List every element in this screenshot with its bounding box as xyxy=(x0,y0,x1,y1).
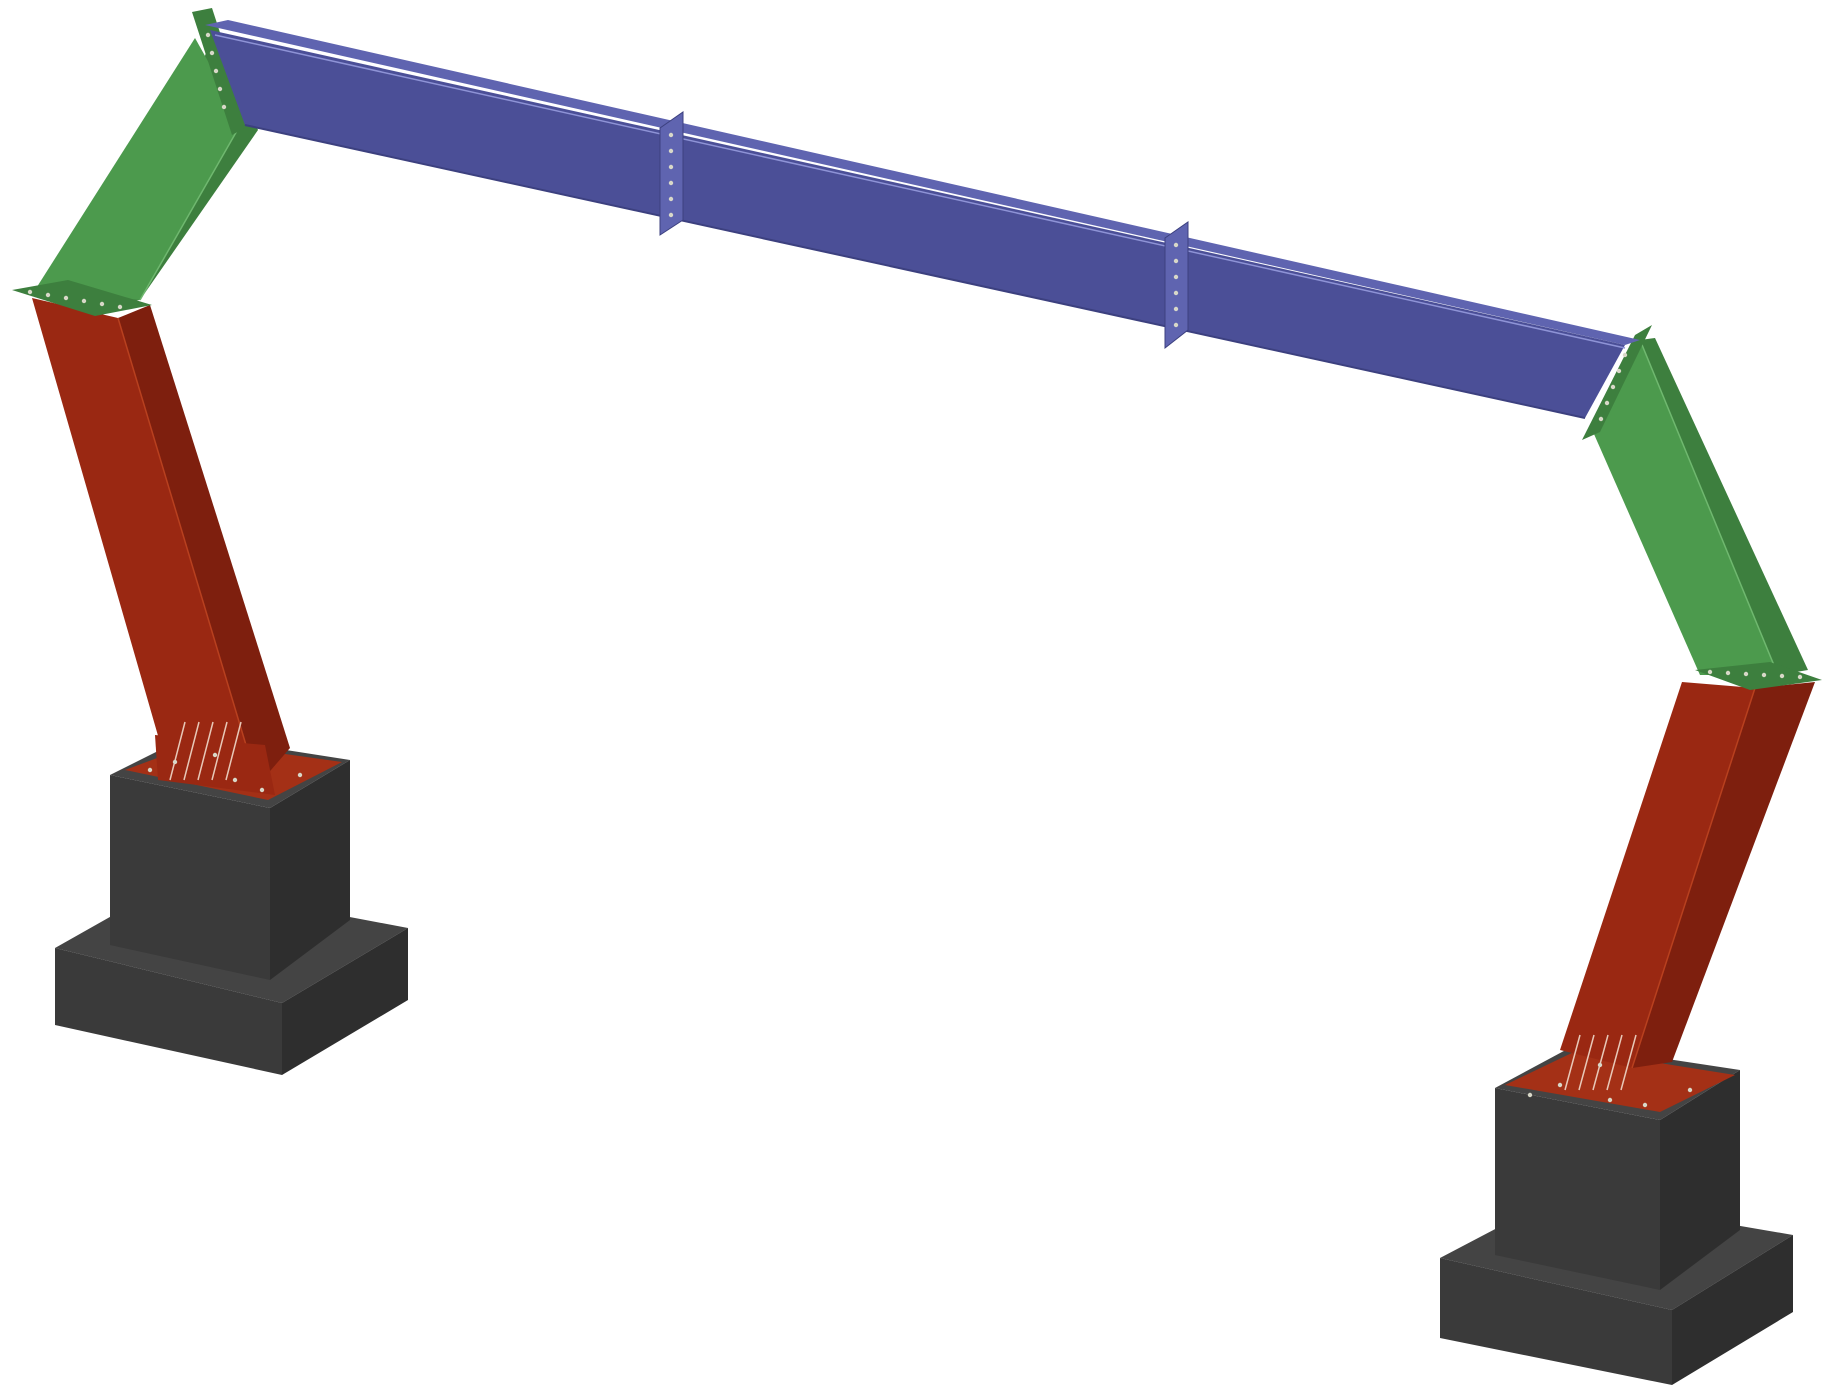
left-brace-base-bolt xyxy=(99,301,105,307)
left-brace-top-bolt xyxy=(205,32,211,38)
right-anchor-bolt xyxy=(1597,1062,1603,1068)
splice-1-bolt xyxy=(668,180,674,186)
left-base-stiffener xyxy=(225,721,242,781)
left-footing-base-side xyxy=(282,928,408,1075)
splice-1-bolt xyxy=(668,132,674,138)
right-anchor-bolt xyxy=(1687,1087,1693,1093)
left-column-web xyxy=(32,298,258,785)
right-brace-base-bolt xyxy=(1725,670,1731,676)
right-base-plate xyxy=(1505,1050,1735,1112)
right-brace-base-bolt xyxy=(1707,669,1713,675)
left-brace-top-bolt xyxy=(221,104,227,110)
right-footing-base-front xyxy=(1440,1258,1672,1385)
right-brace-top-bolt xyxy=(1622,352,1628,358)
right-column-web xyxy=(1560,682,1755,1068)
right-brace-top-bolt xyxy=(1604,400,1610,406)
left-brace-top-bolt xyxy=(209,50,215,56)
right-column-base-stiffeners xyxy=(1564,1034,1637,1091)
main-girder-web xyxy=(210,30,1625,418)
right-brace-base-bolt xyxy=(1797,674,1803,680)
right-base-stiffener xyxy=(1606,1034,1623,1091)
left-column-flange xyxy=(118,305,290,785)
right-footing-pedestal-side xyxy=(1660,1070,1740,1290)
main-girder-top-flange xyxy=(205,20,1640,345)
left-anchor-bolt xyxy=(232,777,238,783)
right-anchor-bolt xyxy=(1642,1102,1648,1108)
right-brace-web xyxy=(1590,340,1778,675)
right-anchor-bolt xyxy=(1527,1092,1533,1098)
left-anchor-bolt xyxy=(212,752,218,758)
right-brace-top-bolt xyxy=(1610,384,1616,390)
main-girder[interactable] xyxy=(205,20,1640,419)
left-base-stiffener xyxy=(211,721,228,781)
right-base-stiffener xyxy=(1564,1034,1581,1091)
left-brace-base-bolt xyxy=(45,292,51,298)
left-column-edge xyxy=(117,317,259,786)
left-brace-web xyxy=(35,38,242,300)
right-base-stiffener xyxy=(1578,1034,1595,1091)
right-column[interactable] xyxy=(1560,682,1815,1069)
girder-splice-plate-2 xyxy=(1164,221,1189,350)
right-brace-base-bolt xyxy=(1779,673,1785,679)
left-column-base-stiffeners xyxy=(169,721,242,781)
splice-1-bolt xyxy=(668,196,674,202)
right-brace-base-bolt xyxy=(1761,672,1767,678)
left-brace-top-bolt xyxy=(213,68,219,74)
main-girder-bottom-edge xyxy=(244,124,1586,419)
left-column[interactable] xyxy=(32,298,290,795)
left-footing-base-front xyxy=(55,948,282,1075)
right-footing-base-side xyxy=(1672,1235,1793,1385)
right-brace-base-bolt xyxy=(1743,671,1749,677)
bolt-groups xyxy=(27,32,1803,1108)
right-base-stiffener xyxy=(1592,1034,1609,1091)
right-brace-end-plate xyxy=(1695,662,1822,690)
splice-2-bolt xyxy=(1173,306,1179,312)
left-base-stiffener xyxy=(183,721,200,781)
girder-splice-plate-1 xyxy=(659,111,684,236)
splice-1-bolt xyxy=(668,164,674,170)
splice-2-bolt xyxy=(1173,242,1179,248)
left-anchor-bolt xyxy=(297,772,303,778)
left-anchor-bolt xyxy=(147,767,153,773)
right-anchor-bolt xyxy=(1557,1082,1563,1088)
right-column-flange xyxy=(1632,682,1815,1068)
left-column-stiffener xyxy=(155,735,275,795)
splice-1-bolt xyxy=(668,212,674,218)
right-anchor-bolt xyxy=(1607,1097,1613,1103)
left-base-stiffener xyxy=(169,721,186,781)
left-base-stiffener xyxy=(197,721,214,781)
splice-2-bolt xyxy=(1173,258,1179,264)
left-brace-end-plate xyxy=(12,280,152,316)
left-knee-brace[interactable] xyxy=(12,8,258,316)
main-girder-flange-edge xyxy=(214,34,1626,349)
right-brace-top-bolt xyxy=(1598,416,1604,422)
right-knee-brace[interactable] xyxy=(1582,325,1822,690)
left-brace-top-plate xyxy=(192,8,250,135)
left-anchor-bolt xyxy=(172,759,178,765)
left-brace-base-bolt xyxy=(63,295,69,301)
right-brace-flange xyxy=(1640,338,1808,675)
right-brace-top-bolt xyxy=(1616,368,1622,374)
left-brace-base-bolt xyxy=(117,304,123,310)
left-brace-base-bolt xyxy=(27,289,33,295)
left-anchor-bolt xyxy=(259,787,265,793)
left-brace-base-bolt xyxy=(81,298,87,304)
left-brace-edge xyxy=(139,121,243,301)
splice-2-bolt xyxy=(1173,290,1179,296)
right-footing-pedestal-front xyxy=(1495,1088,1660,1290)
splice-2-bolt xyxy=(1173,274,1179,280)
right-brace-top-plate xyxy=(1582,325,1652,440)
splice-2-bolt xyxy=(1173,322,1179,328)
right-column-edge xyxy=(1631,687,1756,1069)
left-footing-pedestal-front xyxy=(110,775,270,980)
left-brace-top-bolt xyxy=(217,86,223,92)
right-base-stiffener xyxy=(1620,1034,1637,1091)
left-footing-pedestal-side xyxy=(270,760,350,980)
right-brace-edge xyxy=(1639,339,1779,676)
splice-1-bolt xyxy=(668,148,674,154)
